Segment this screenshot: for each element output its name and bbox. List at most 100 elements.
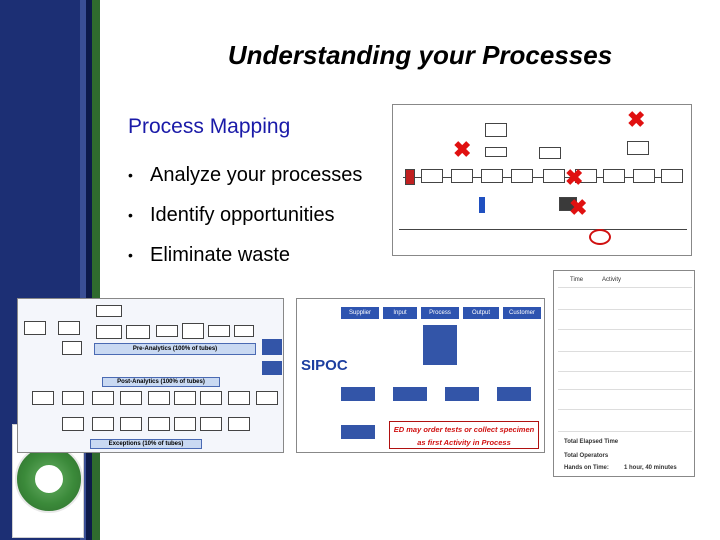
map-box xyxy=(451,169,473,183)
sidebar-stripe-light xyxy=(80,0,86,540)
flow-box xyxy=(92,391,114,405)
table-divider xyxy=(558,309,692,310)
hands-on-value: 1 hour, 40 minutes xyxy=(624,465,677,471)
bullet-text: Eliminate waste xyxy=(150,243,291,266)
table-col-activity: Activity xyxy=(602,277,622,283)
sipoc-header: Process xyxy=(421,307,459,319)
sipoc-step xyxy=(497,387,531,401)
sipoc-note: ED may order tests or collect specimen a… xyxy=(389,421,539,449)
flow-box xyxy=(126,325,150,339)
post-analytics-band: Post-Analytics (100% of tubes) xyxy=(102,377,220,387)
map-box xyxy=(485,147,507,157)
bullet-dot-icon: • xyxy=(128,247,133,263)
map-box xyxy=(481,169,503,183)
sipoc-thumbnail: SIPOC Supplier Input Process Output Cust… xyxy=(296,298,545,453)
sipoc-header: Input xyxy=(383,307,417,319)
exceptions-band: Exceptions (10% of tubes) xyxy=(90,439,202,449)
bullet-dot-icon: • xyxy=(128,207,133,223)
flow-side-box xyxy=(262,361,282,375)
table-divider xyxy=(558,389,692,390)
map-box xyxy=(511,169,533,183)
flow-box xyxy=(174,391,196,405)
flow-box xyxy=(234,325,254,337)
flow-box xyxy=(24,321,46,335)
sidebar-stripe-dark xyxy=(86,0,92,540)
waste-x-icon: ✖ xyxy=(453,137,472,162)
map-box xyxy=(485,123,507,137)
bullet-list: • Analyze your processes • Identify opport… xyxy=(128,155,362,275)
table-divider xyxy=(558,371,692,372)
waste-x-icon: ✖ xyxy=(569,195,588,220)
university-seal-icon xyxy=(15,445,83,513)
flow-box xyxy=(228,391,250,405)
flow-box xyxy=(200,391,222,405)
flow-box xyxy=(200,417,222,431)
waste-x-icon: ✖ xyxy=(627,107,646,132)
flow-box xyxy=(256,391,278,405)
sipoc-header: Supplier xyxy=(341,307,379,319)
flow-box xyxy=(32,391,54,405)
flow-box xyxy=(62,341,82,355)
map-box xyxy=(539,147,561,159)
flow-box xyxy=(148,417,170,431)
analytics-flow-thumbnail: Pre-Analytics (100% of tubes) Post-Analy… xyxy=(17,298,284,453)
university-logo xyxy=(12,424,84,538)
slide-title: Understanding your Processes xyxy=(227,40,613,70)
hands-on-label: Hands on Time: xyxy=(564,465,609,471)
sipoc-step xyxy=(341,387,375,401)
section-heading: Process Mapping xyxy=(128,115,291,138)
activity-time-table-thumbnail: Time Activity Total Elapsed Time Total O… xyxy=(553,270,695,477)
left-sidebar xyxy=(0,0,100,540)
map-box xyxy=(661,169,683,183)
sipoc-process-box xyxy=(423,325,457,365)
sipoc-header: Output xyxy=(463,307,499,319)
bullet-item: • Analyze your processes xyxy=(128,155,362,195)
flow-box xyxy=(228,417,250,431)
sipoc-step xyxy=(341,425,375,439)
computer-icon xyxy=(559,197,577,211)
bullet-item: • Eliminate waste xyxy=(128,235,362,275)
map-box xyxy=(633,169,655,183)
waste-x-icon: ✖ xyxy=(565,165,584,190)
bullet-text: Identify opportunities xyxy=(150,203,335,226)
highlight-circle xyxy=(589,229,611,245)
table-divider xyxy=(558,351,692,352)
total-operators-label: Total Operators xyxy=(564,453,609,459)
table-divider xyxy=(558,287,692,288)
table-divider xyxy=(558,409,692,410)
bullet-item: • Identify opportunities xyxy=(128,195,362,235)
flow-box xyxy=(62,417,84,431)
flow-box xyxy=(92,417,114,431)
flow-box xyxy=(62,391,84,405)
person-icon xyxy=(479,197,485,213)
process-map-thumbnail: ✖ ✖ ✖ ✖ xyxy=(392,104,692,256)
flow-box xyxy=(174,417,196,431)
sipoc-step xyxy=(445,387,479,401)
bullet-dot-icon: • xyxy=(128,167,133,183)
bullet-text: Analyze your processes xyxy=(150,163,363,186)
table-divider xyxy=(558,329,692,330)
map-box xyxy=(421,169,443,183)
sidebar-stripe-green xyxy=(92,0,100,540)
flow-box xyxy=(182,323,204,339)
flow-box xyxy=(96,305,122,317)
map-box xyxy=(627,141,649,155)
map-start-node xyxy=(405,169,415,185)
table-col-time: Time xyxy=(570,277,584,283)
table-divider xyxy=(558,431,692,432)
map-timeline xyxy=(399,229,687,230)
flow-side-box xyxy=(262,339,282,355)
sipoc-header: Customer xyxy=(503,307,541,319)
map-box xyxy=(575,169,597,183)
flow-box xyxy=(120,417,142,431)
total-elapsed-label: Total Elapsed Time xyxy=(564,439,619,445)
pre-analytics-band: Pre-Analytics (100% of tubes) xyxy=(94,343,256,355)
flow-box xyxy=(148,391,170,405)
seal-center xyxy=(33,463,65,495)
sipoc-step xyxy=(393,387,427,401)
flow-box xyxy=(96,325,122,339)
sipoc-label: SIPOC xyxy=(301,357,348,374)
flow-box xyxy=(208,325,230,337)
flow-box xyxy=(120,391,142,405)
map-box xyxy=(603,169,625,183)
